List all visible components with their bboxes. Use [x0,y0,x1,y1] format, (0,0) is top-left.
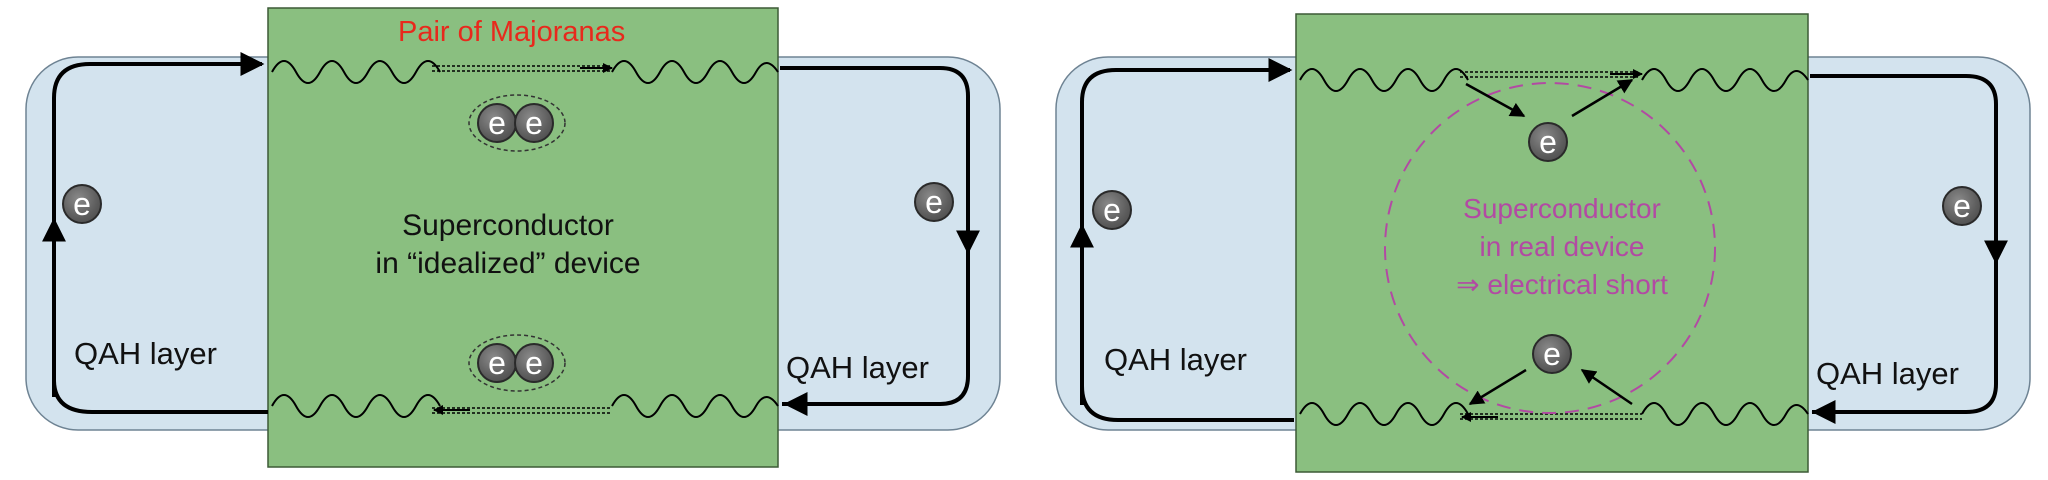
majorana-wave-top-left-real [1299,68,1469,92]
electron-icon: e [514,343,554,383]
majorana-wave-bottom-left [271,394,441,418]
electron-icon: e [1092,190,1132,230]
qah-layer-label-left-real: QAH layer [1104,342,1247,377]
edge-channel-left [52,62,262,397]
majorana-wave-bottom-right [611,394,779,418]
electron-icon: e [1942,186,1982,226]
majorana-link-bottom [432,407,612,414]
superconductor-label-idealized: Superconductor in “idealized” device [328,207,688,283]
panel-idealized [25,7,1001,468]
cooper-pair-top: e e [477,103,554,143]
electron-icon: e [514,103,554,143]
leaked-electron-bottom: e [1532,334,1572,374]
electron-icon: e [477,103,517,143]
edge-channel-bottom-left-real [1080,385,1294,422]
sc-label-line1: Superconductor [402,209,614,242]
short-circuit-region [1384,82,1716,414]
sc-real-line1: Superconductor [1463,193,1661,224]
cooper-pair-ring-bottom [468,334,566,392]
electron-icon: e [477,343,517,383]
electron-icon: e [914,182,954,222]
edge-channel-left-real [1080,68,1290,405]
majorana-pair-label: Pair of Majoranas [398,16,626,48]
majorana-wave-top-left [271,60,441,84]
leak-arrow-top-out [1571,78,1634,118]
leak-arrow-bottom-out [1468,368,1527,406]
superconductor-label-real: Superconductor in real device ⇒ electric… [1412,190,1712,304]
majorana-wave-bottom-right-real [1641,402,1809,426]
leak-arrow-top-in [1465,82,1526,118]
cooper-pair-bottom: e e [477,343,554,383]
edge-electron-right: e [914,182,954,222]
majorana-wave-bottom-left-real [1299,402,1469,426]
edge-electron-right-real: e [1942,186,1982,226]
electron-icon: e [62,184,102,224]
sc-real-line3: ⇒ electrical short [1456,269,1668,300]
sc-label-line2: in “idealized” device [375,247,641,280]
electron-icon: e [1528,122,1568,162]
edge-electron-left-real: e [1092,190,1132,230]
majorana-wave-top-right [611,60,779,84]
leak-arrow-bottom-in [1580,368,1633,406]
sc-real-line2: in real device [1479,231,1645,262]
majorana-wave-top-right-real [1641,68,1809,92]
panel-real [1055,13,2031,473]
qah-layer-label-right-real: QAH layer [1816,356,1959,391]
superconductor-block-left [267,7,779,468]
cooper-pair-ring-top [468,94,566,152]
qah-layer-label-right: QAH layer [786,350,929,385]
electron-icon: e [1532,334,1572,374]
edge-channel-bottom-left [52,379,268,414]
qah-layer-label-left: QAH layer [74,336,217,371]
leaked-electron-top: e [1528,122,1568,162]
edge-electron-left: e [62,184,102,224]
